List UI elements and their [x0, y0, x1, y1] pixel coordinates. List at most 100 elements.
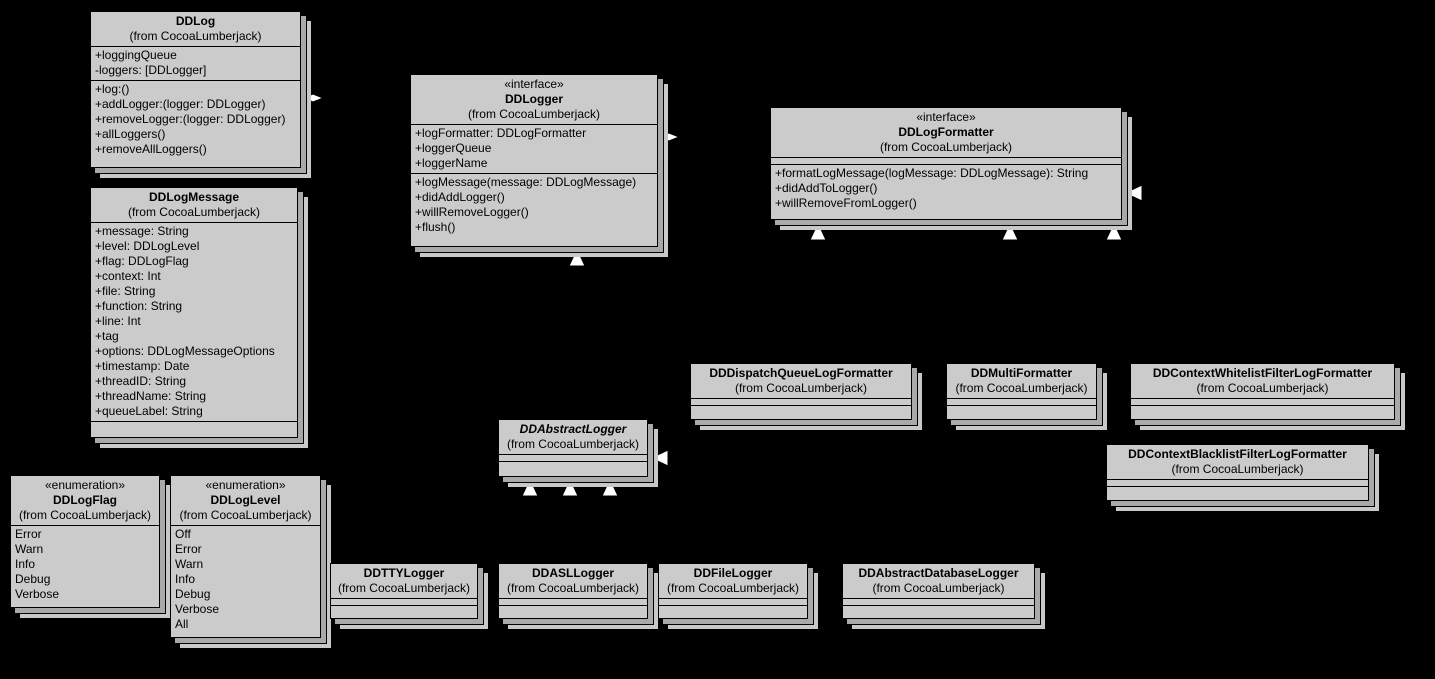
attributes-compartment [499, 598, 647, 605]
attribute: +file: String [95, 284, 156, 298]
attributes-compartment [843, 598, 1034, 605]
class-name: DDDispatchQueueLogFormatter [709, 366, 893, 380]
attribute: -loggers: [DDLogger] [95, 63, 207, 77]
class-ddttylogger[interactable]: DDTTYLogger (from CocoaLumberjack) [330, 563, 478, 619]
class-header: DDLogMessage (from CocoaLumberjack) [91, 188, 297, 222]
class-ddlogformatter[interactable]: «interface» DDLogFormatter (from CocoaLu… [770, 107, 1122, 220]
class-ddcontextblacklistfilterlogformatter[interactable]: DDContextBlacklistFilterLogFormatter (fr… [1106, 444, 1369, 501]
class-ddlogmessage[interactable]: DDLogMessage (from CocoaLumberjack) +mes… [90, 187, 298, 438]
aggregation-diamond [301, 93, 325, 103]
stereotype: «enumeration» [44, 478, 126, 492]
enum-literal: Warn [15, 542, 44, 556]
generalization-triangle [601, 477, 619, 497]
class-ddloglevel[interactable]: «enumeration» DDLogLevel (from CocoaLumb… [170, 475, 321, 638]
enum-literal: Debug [15, 572, 51, 586]
operation: +flush() [415, 220, 456, 234]
class-ddlogger[interactable]: «interface» DDLogger (from CocoaLumberja… [410, 74, 658, 247]
enum-literal: Verbose [175, 602, 220, 616]
realization-triangle [809, 221, 827, 241]
enum-literal: Debug [175, 587, 211, 601]
enum-literal: Warn [175, 557, 204, 571]
attribute: +message: String [95, 224, 189, 238]
operations-compartment [691, 405, 911, 412]
attributes-compartment: +message: String +level: DDLogLevel +fla… [91, 222, 297, 421]
class-ddmultiformatter[interactable]: DDMultiFormatter (from CocoaLumberjack) [946, 363, 1097, 420]
enum-literal: Error [175, 542, 202, 556]
aggregation-diamond [657, 132, 681, 142]
class-ddfilelogger[interactable]: DDFileLogger (from CocoaLumberjack) [658, 563, 808, 619]
operations-compartment [331, 605, 477, 612]
operations-compartment [947, 405, 1096, 412]
enum-literal: Info [175, 572, 196, 586]
class-package: (from CocoaLumberjack) [1196, 381, 1329, 395]
stereotype: «enumeration» [205, 478, 286, 492]
class-ddabstractdatabaselogger[interactable]: DDAbstractDatabaseLogger (from CocoaLumb… [842, 563, 1035, 619]
class-name: DDLogger [505, 92, 563, 106]
class-ddlog[interactable]: DDLog (from CocoaLumberjack) +loggingQue… [90, 11, 301, 168]
attributes-compartment [947, 398, 1096, 405]
attributes-compartment [659, 598, 807, 605]
realization-triangle [1123, 184, 1143, 202]
realization-triangle [1105, 221, 1123, 241]
class-header: DDLog (from CocoaLumberjack) [91, 12, 300, 46]
class-package: (from CocoaLumberjack) [1171, 462, 1304, 476]
class-header: DDDispatchQueueLogFormatter (from CocoaL… [691, 364, 911, 398]
operations-compartment [91, 421, 297, 428]
operations-compartment: +log:() +addLogger:(logger: DDLogger) +r… [91, 80, 300, 159]
attribute: +threadID: String [95, 374, 187, 388]
enum-literal: Error [15, 527, 42, 541]
class-package: (from CocoaLumberjack) [955, 381, 1088, 395]
operation: +didAddLogger() [415, 190, 505, 204]
generalization-triangle [649, 449, 669, 467]
class-name: DDLogMessage [148, 190, 240, 204]
class-header: DDASLLogger (from CocoaLumberjack) [499, 564, 647, 598]
class-name: DDContextBlacklistFilterLogFormatter [1128, 447, 1347, 461]
class-ddasllogger[interactable]: DDASLLogger (from CocoaLumberjack) [498, 563, 648, 619]
enum-literal: Info [15, 557, 36, 571]
class-dddispatchqueuelogformatter[interactable]: DDDispatchQueueLogFormatter (from CocoaL… [690, 363, 912, 420]
generalization-triangle [561, 477, 579, 497]
class-header: DDMultiFormatter (from CocoaLumberjack) [947, 364, 1096, 398]
attributes-compartment: +loggingQueue -loggers: [DDLogger] [91, 46, 300, 80]
class-name: DDLog [175, 14, 216, 28]
class-ddlogflag[interactable]: «enumeration» DDLogFlag (from CocoaLumbe… [10, 475, 160, 608]
class-header: «interface» DDLogger (from CocoaLumberja… [411, 75, 657, 124]
class-ddabstractlogger[interactable]: DDAbstractLogger (from CocoaLumberjack) [498, 419, 648, 477]
attribute: +tag [95, 329, 119, 343]
class-package: (from CocoaLumberjack) [179, 508, 312, 522]
literals-compartment: Error Warn Info Debug Verbose [11, 525, 159, 604]
attribute: +timestamp: Date [95, 359, 190, 373]
class-name: DDLogFormatter [898, 125, 994, 139]
class-header: DDAbstractDatabaseLogger (from CocoaLumb… [843, 564, 1034, 598]
enum-literal: Off [175, 527, 191, 541]
attributes-compartment [691, 398, 911, 405]
generalization-triangle [521, 477, 539, 497]
class-ddcontextwhitelistfilterlogformatter[interactable]: DDContextWhitelistFilterLogFormatter (fr… [1130, 363, 1395, 420]
operation: +log:() [95, 82, 130, 96]
class-name: DDMultiFormatter [970, 366, 1073, 380]
class-package: (from CocoaLumberjack) [337, 581, 471, 595]
operation: +willRemoveFromLogger() [775, 196, 917, 210]
operation: +allLoggers() [95, 127, 166, 141]
class-header: «enumeration» DDLogLevel (from CocoaLumb… [171, 476, 320, 525]
literals-compartment: Off Error Warn Info Debug Verbose All [171, 525, 320, 634]
class-package: (from CocoaLumberjack) [129, 29, 262, 43]
class-name: DDTTYLogger [363, 566, 445, 580]
enum-literal: Verbose [15, 587, 60, 601]
class-header: DDContextBlacklistFilterLogFormatter (fr… [1107, 445, 1368, 479]
operations-compartment [1107, 486, 1368, 493]
operation: +didAddToLogger() [775, 181, 878, 195]
operation: +removeLogger:(logger: DDLogger) [95, 112, 286, 126]
class-package: (from CocoaLumberjack) [127, 205, 261, 219]
operations-compartment [659, 605, 807, 612]
class-package: (from CocoaLumberjack) [18, 508, 152, 522]
operations-compartment: +formatLogMessage(logMessage: DDLogMessa… [771, 164, 1121, 213]
attribute: +function: String [95, 299, 183, 313]
class-package: (from CocoaLumberjack) [506, 581, 640, 595]
attribute: +loggerQueue [415, 141, 492, 155]
stereotype: «interface» [504, 77, 564, 91]
operations-compartment [499, 605, 647, 612]
class-package: (from CocoaLumberjack) [467, 107, 601, 121]
attributes-compartment [1131, 398, 1394, 405]
operations-compartment [499, 461, 647, 468]
